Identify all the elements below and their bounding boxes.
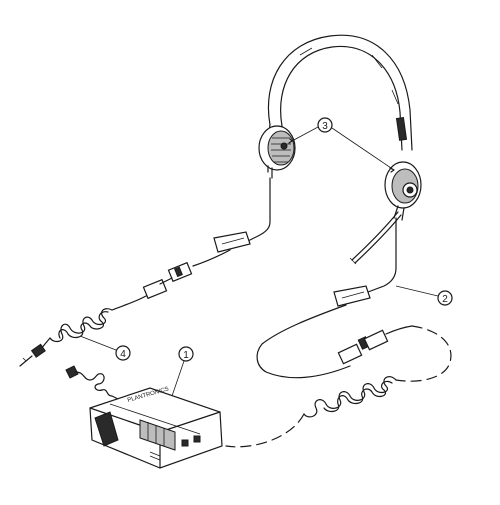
voice-tube [349,211,402,265]
callout-2-label: 2 [442,294,448,305]
right-earpiece [384,161,422,221]
callout-3: 3 [288,117,395,173]
callout-1: 1 [171,346,194,397]
left-earpiece [258,125,296,179]
callout-3-label: 3 [322,121,328,132]
right-earpiece-cord [256,217,397,379]
callout-4-label: 4 [120,349,126,360]
amplifier-coil-plug [65,365,121,401]
quick-disconnect-lower [337,325,413,365]
callout-1-label: 1 [183,350,189,361]
quick-disconnect-upper [111,261,193,311]
callout-2: 2 [395,285,453,306]
left-earpiece-cord [192,177,271,267]
amplifier-unit: PLANTRONICS [89,386,223,469]
callout-4: 4 [79,335,131,361]
telephone-coil-cord [19,308,113,367]
headband [267,34,413,151]
dashed-extension-cord [225,325,452,448]
